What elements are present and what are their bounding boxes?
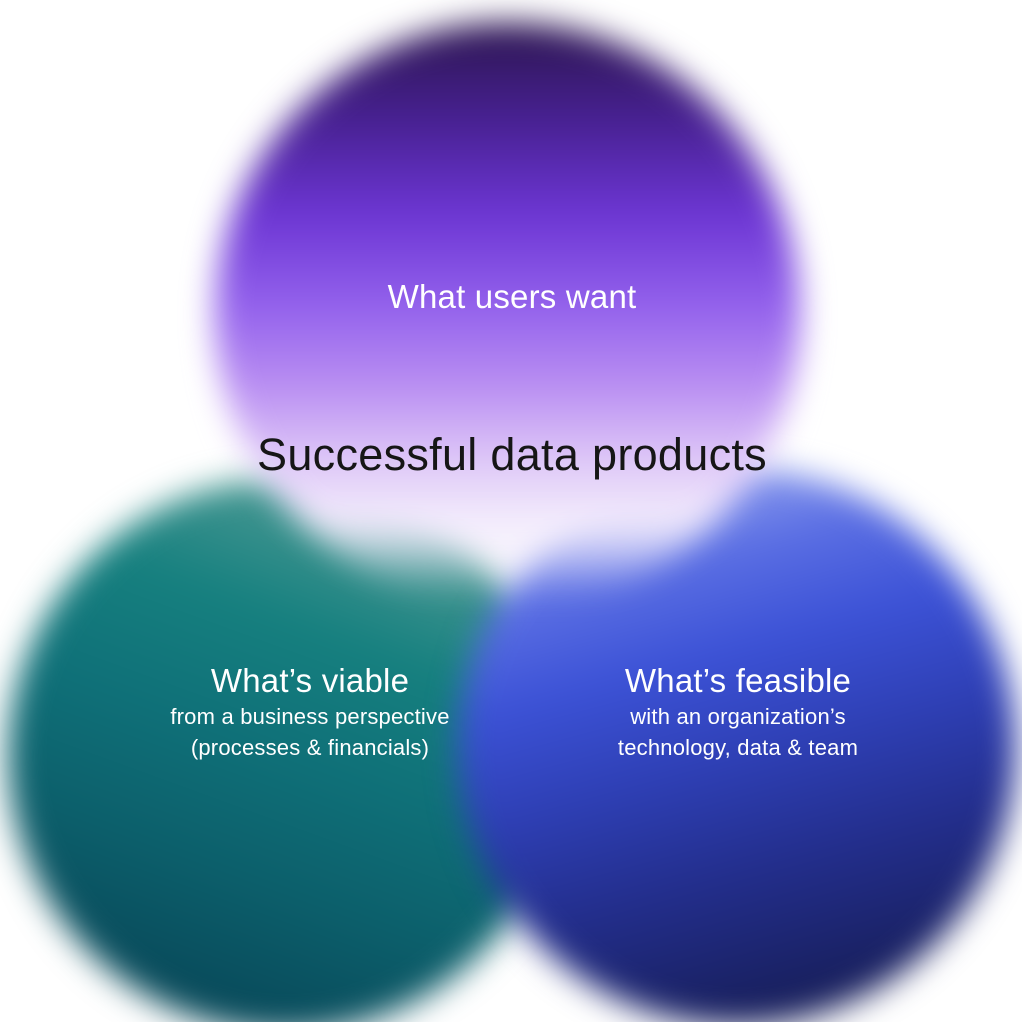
label-group-whats-feasible: What’s feasible with an organization’s t… <box>618 660 858 764</box>
subline-feasible-1: with an organization’s <box>630 704 846 730</box>
diagram-title: Successful data products <box>257 429 767 480</box>
subline-viable-2: (processes & financials) <box>190 735 430 761</box>
label-what-users-want: What users want <box>387 278 637 315</box>
label-whats-feasible: What’s feasible <box>624 662 852 699</box>
subline-viable-1: from a business perspective <box>170 704 450 730</box>
label-group-whats-viable: What’s viable from a business perspectiv… <box>170 660 449 764</box>
label-whats-viable: What’s viable <box>210 662 410 699</box>
circle-what-users-want <box>215 22 800 607</box>
subline-feasible-2: technology, data & team <box>617 735 859 761</box>
